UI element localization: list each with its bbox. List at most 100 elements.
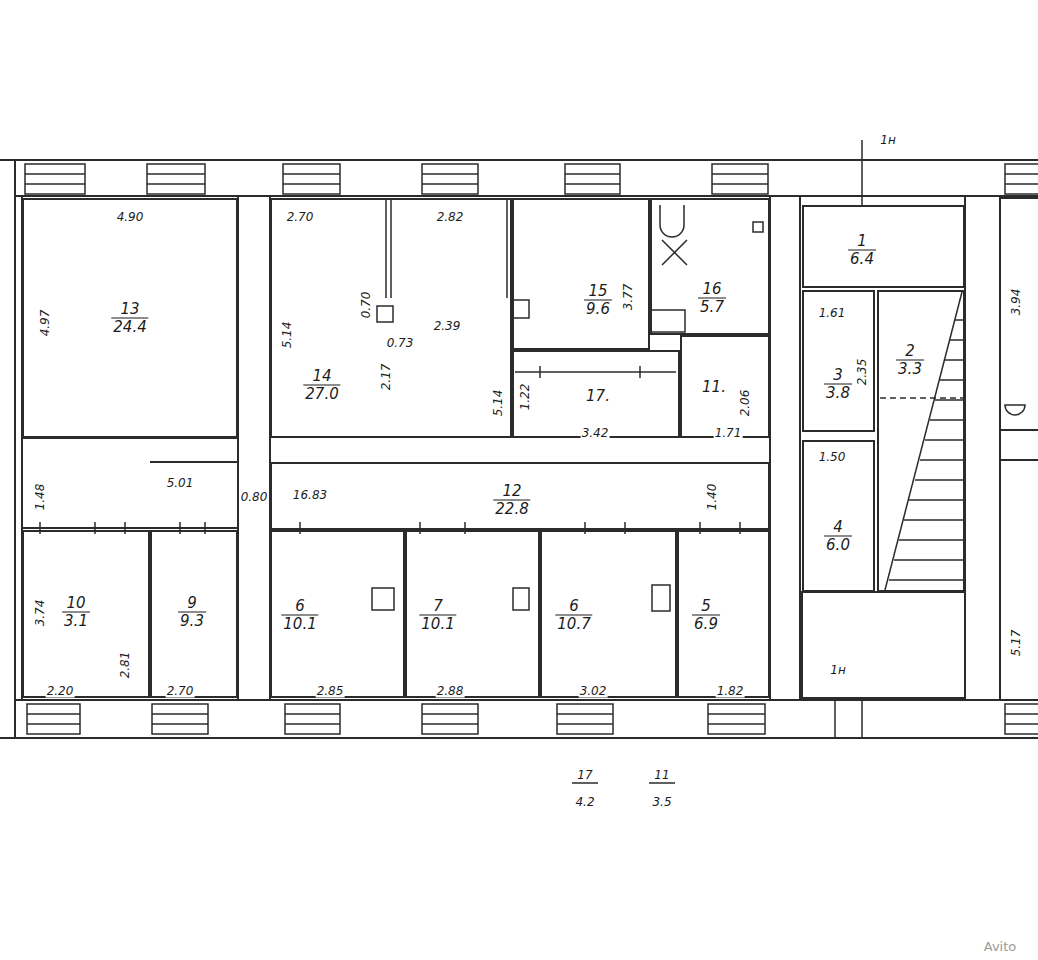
dimension-label: 16.83 xyxy=(292,489,328,502)
dimension-label: 1.48 xyxy=(34,483,47,512)
staircase xyxy=(880,292,965,590)
room-text: 11. xyxy=(700,379,728,396)
dimension-label: 4.2 xyxy=(574,796,595,809)
room-number: 15 xyxy=(584,283,612,301)
dimension-label: 2.88 xyxy=(436,685,465,698)
room: 56.9 xyxy=(677,530,770,698)
room: 165.7 xyxy=(650,198,770,335)
room: 159.6 xyxy=(512,198,650,350)
room-text: 610.7 xyxy=(555,598,592,633)
room-area: 3.8 xyxy=(824,385,852,402)
room-text: 165.7 xyxy=(698,281,726,316)
room-text: 56.9 xyxy=(692,598,720,633)
walls xyxy=(0,160,1038,738)
room: 710.1 xyxy=(405,530,540,698)
dimension-label: 1.61 xyxy=(818,307,847,320)
room-number: 6 xyxy=(281,598,318,616)
room-area: 9.6 xyxy=(584,301,612,318)
dimension-label: 1н xyxy=(879,134,896,147)
room-number: 1 xyxy=(848,233,876,251)
room-number: 10 xyxy=(62,595,90,613)
dimension-label: 2.85 xyxy=(316,685,345,698)
room: 1324.4 xyxy=(22,198,238,438)
watermark: Avito xyxy=(983,940,1018,953)
room-area: 10.1 xyxy=(419,616,456,633)
room-text: 159.6 xyxy=(584,283,612,318)
room-text: 17. xyxy=(584,388,612,405)
room-text: 46.0 xyxy=(824,519,852,554)
dimension-label: 5.17 xyxy=(1010,629,1023,658)
room: 11. xyxy=(680,335,770,438)
room-text: 710.1 xyxy=(419,598,456,633)
room-number: 5 xyxy=(692,598,720,616)
room-number: 7 xyxy=(419,598,456,616)
dimension-label: 1.50 xyxy=(818,451,847,464)
room-text: 1324.4 xyxy=(111,301,148,336)
dimension-label: 17 xyxy=(576,769,593,782)
room-number: 2 xyxy=(896,343,924,361)
room-area: 6.9 xyxy=(692,616,720,633)
dimension-label: 2.39 xyxy=(433,320,462,333)
room-number: 17. xyxy=(584,388,612,405)
dimension-label: 4.97 xyxy=(39,309,52,338)
room-number: 13 xyxy=(111,301,148,319)
room-text: 1222.8 xyxy=(493,483,530,518)
dimension-label: 11 xyxy=(653,769,670,782)
room: 16.4 xyxy=(802,205,965,288)
room: 17. xyxy=(512,350,680,438)
dimension-label: 0.73 xyxy=(386,337,415,350)
room: 610.1 xyxy=(270,530,405,698)
room-number: 3 xyxy=(824,367,852,385)
room-area: 27.0 xyxy=(303,386,340,403)
room-area: 3.3 xyxy=(896,361,924,378)
dimension-label: 2.81 xyxy=(119,651,132,680)
dimension-label: 1.82 xyxy=(716,685,745,698)
dimension-label: 5.14 xyxy=(492,389,505,418)
room: 610.7 xyxy=(540,530,677,698)
dimension-label: 3.94 xyxy=(1010,288,1023,317)
dimension-label: 1н xyxy=(829,664,846,677)
dimension-label: 2.82 xyxy=(436,211,465,224)
room: 1222.8 xyxy=(270,462,770,530)
dimension-label: 3.02 xyxy=(579,685,608,698)
room-area: 10.1 xyxy=(281,616,318,633)
dimension-label: 1.40 xyxy=(706,483,719,512)
dimension-label: 1.22 xyxy=(519,383,532,412)
room-number: 14 xyxy=(303,368,340,386)
dimension-label: 1.71 xyxy=(714,427,743,440)
room-area: 10.7 xyxy=(555,616,592,633)
dimension-label: 5.14 xyxy=(281,321,294,350)
room-area: 6.0 xyxy=(824,537,852,554)
dimension-label: 0.70 xyxy=(360,291,373,320)
room-text: 99.3 xyxy=(178,595,206,630)
dimension-label: 3.42 xyxy=(581,427,610,440)
dimension-label: 0.80 xyxy=(240,491,269,504)
room-text: 16.4 xyxy=(848,233,876,268)
dimension-label: 3.74 xyxy=(34,599,47,628)
dimension-label: 3.5 xyxy=(651,796,672,809)
room-area: 3.1 xyxy=(62,613,90,630)
room-area: 24.4 xyxy=(111,319,148,336)
room-number: 4 xyxy=(824,519,852,537)
dimension-label: 5.01 xyxy=(166,477,195,490)
dimension-label: 2.70 xyxy=(286,211,315,224)
room-area: 22.8 xyxy=(493,501,530,518)
dimension-label: 4.90 xyxy=(116,211,145,224)
room-area: 9.3 xyxy=(178,613,206,630)
dimension-label: 2.70 xyxy=(166,685,195,698)
room-text: 1427.0 xyxy=(303,368,340,403)
room-number: 9 xyxy=(178,595,206,613)
dimension-label: 2.20 xyxy=(46,685,75,698)
room-number: 6 xyxy=(555,598,592,616)
dimension-label: 2.35 xyxy=(856,358,869,387)
room: 1427.0 xyxy=(270,198,512,438)
room: 23.3 xyxy=(877,290,965,592)
details xyxy=(40,140,1025,783)
dimension-label: 3.77 xyxy=(622,283,635,312)
dimension-label: 2.06 xyxy=(739,389,752,418)
room-text: 23.3 xyxy=(896,343,924,378)
room: 99.3 xyxy=(150,530,238,698)
room-area: 6.4 xyxy=(848,251,876,268)
room-text: 33.8 xyxy=(824,367,852,402)
